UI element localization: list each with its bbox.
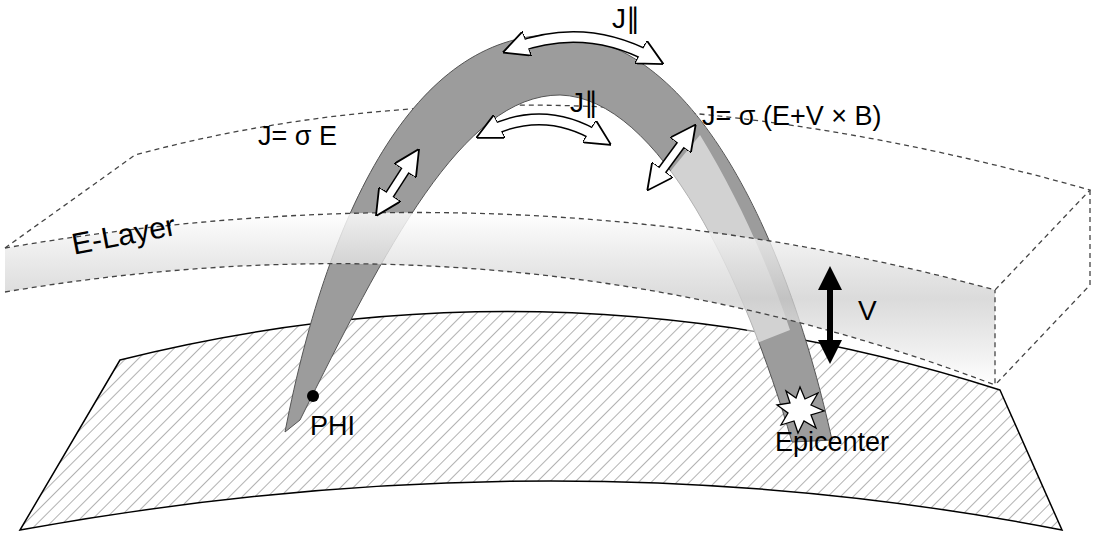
- velocity-arrow: [827, 278, 833, 352]
- velocity-label: V: [858, 296, 877, 327]
- current-arrows: [383, 37, 688, 205]
- equation-label: J= σ E: [258, 122, 337, 152]
- station-label: PHI: [310, 412, 355, 442]
- epicenter-label: Epicenter: [775, 428, 889, 458]
- epicenter-star: [777, 387, 824, 433]
- station-dot: [307, 390, 319, 402]
- current-label: J∥: [612, 4, 640, 35]
- e-layer-front: [5, 190, 1090, 385]
- equation-label: J= σ (E+V × B): [702, 102, 881, 132]
- current-label: J∥: [570, 88, 598, 119]
